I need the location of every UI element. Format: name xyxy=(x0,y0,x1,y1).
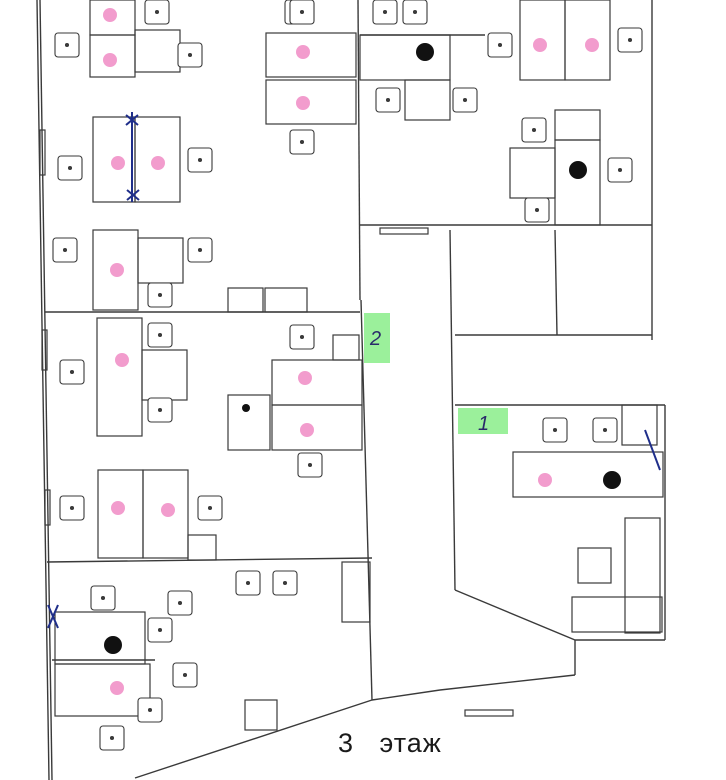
marker-2-background xyxy=(364,313,390,363)
pink-dot xyxy=(533,38,547,52)
black-dot xyxy=(569,161,587,179)
floor-label: 3 этаж xyxy=(338,728,442,758)
black-dot xyxy=(603,471,621,489)
chair-seat-mark xyxy=(64,42,70,48)
marker-2[interactable]: 2 xyxy=(364,313,390,363)
chair-seat-mark xyxy=(462,97,468,103)
chair-seat-mark xyxy=(299,139,305,145)
black-dot xyxy=(104,636,122,654)
blue-marks xyxy=(47,112,661,629)
pink-dot xyxy=(111,501,125,515)
pink-dot xyxy=(296,45,310,59)
pink-dot xyxy=(110,681,124,695)
chair-seat-mark xyxy=(197,157,203,163)
chair-seat-mark xyxy=(307,462,313,468)
chair-seat-mark xyxy=(62,247,68,253)
chair-seat-mark xyxy=(69,505,75,511)
chairs xyxy=(52,0,643,751)
chair-seat-mark xyxy=(299,334,305,340)
chair-seat-mark xyxy=(157,292,163,298)
chair-seat-mark xyxy=(412,9,418,15)
pink-dot xyxy=(161,503,175,517)
black-dot xyxy=(242,404,250,412)
marker-1-background xyxy=(458,408,508,434)
pink-dot xyxy=(111,156,125,170)
chair-seat-mark xyxy=(109,735,115,741)
chair-seat-mark xyxy=(154,9,160,15)
desks xyxy=(39,0,664,731)
chair-seat-mark xyxy=(282,580,288,586)
black-dots xyxy=(104,43,621,654)
chair-seat-mark xyxy=(552,427,558,433)
chair-seat-mark xyxy=(69,369,75,375)
chair-seat-mark xyxy=(382,9,388,15)
pink-dots xyxy=(103,8,599,695)
pink-dot xyxy=(296,96,310,110)
pink-dot xyxy=(585,38,599,52)
pink-dot xyxy=(103,8,117,22)
chair-seat-mark xyxy=(207,505,213,511)
chair-seat-mark xyxy=(157,627,163,633)
pink-dot xyxy=(110,263,124,277)
pink-dot xyxy=(103,53,117,67)
marker-1[interactable]: 1 xyxy=(458,408,508,435)
chair-seat-mark xyxy=(531,127,537,133)
chair-seat-mark xyxy=(197,247,203,253)
chair-seat-mark xyxy=(245,580,251,586)
chair-seat-mark xyxy=(147,707,153,713)
chair-seat-mark xyxy=(617,167,623,173)
chair-seat-mark xyxy=(100,595,106,601)
chair-seat-mark xyxy=(157,407,163,413)
black-dot xyxy=(416,43,434,61)
pink-dot xyxy=(298,371,312,385)
chair-seat-mark xyxy=(157,332,163,338)
chair-seat-mark xyxy=(182,672,188,678)
pink-dot xyxy=(151,156,165,170)
chair-seat-mark xyxy=(67,165,73,171)
pink-dot xyxy=(538,473,552,487)
chair-seat-mark xyxy=(627,37,633,43)
pink-dot xyxy=(300,423,314,437)
chair-seat-mark xyxy=(534,207,540,213)
chair-seat-mark xyxy=(299,9,305,15)
chair-seat-mark xyxy=(187,52,193,58)
marker-2-label: 2 xyxy=(369,328,381,350)
chair-seat-mark xyxy=(497,42,503,48)
chair-seat-mark xyxy=(602,427,608,433)
pink-dot xyxy=(115,353,129,367)
chair-seat-mark xyxy=(177,600,183,606)
chair-seat-mark xyxy=(385,97,391,103)
marker-1-label: 1 xyxy=(478,413,489,435)
